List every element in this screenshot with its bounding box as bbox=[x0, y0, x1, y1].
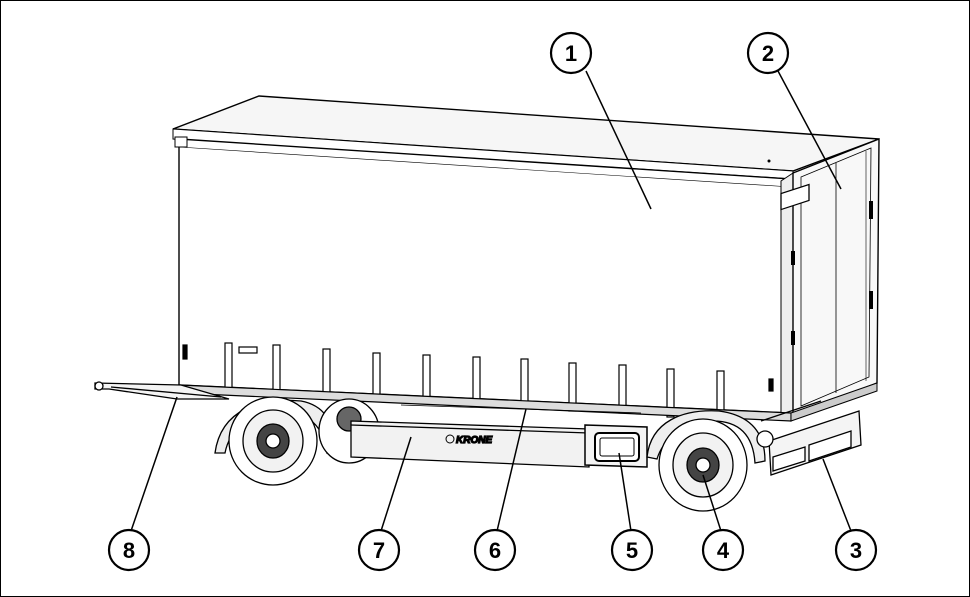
curtain-straps bbox=[182, 342, 774, 418]
rear-underrun-protection bbox=[756, 183, 862, 476]
callout-2-label: 2 bbox=[762, 41, 774, 66]
callout-3: 3 bbox=[834, 528, 878, 572]
side-underrun-protection: KRONE bbox=[350, 404, 642, 468]
callout-1: 1 bbox=[549, 31, 593, 75]
callout-2: 2 bbox=[746, 31, 790, 75]
callout-7: 7 bbox=[357, 528, 401, 572]
pallet-box bbox=[584, 424, 648, 468]
rear-wheel-assembly bbox=[646, 410, 766, 512]
callout-5-label: 5 bbox=[626, 538, 638, 563]
callout-1-label: 1 bbox=[565, 41, 577, 66]
callout-4: 4 bbox=[701, 528, 745, 572]
callout-6-label: 6 bbox=[489, 538, 501, 563]
callout-7-label: 7 bbox=[373, 538, 385, 563]
leader-lines bbox=[130, 70, 852, 532]
callout-8-label: 8 bbox=[123, 538, 135, 563]
callout-3-label: 3 bbox=[850, 538, 862, 563]
callout-8: 8 bbox=[107, 528, 151, 572]
callout-5: 5 bbox=[610, 528, 654, 572]
callout-4-label: 4 bbox=[717, 538, 730, 563]
side-curtain bbox=[174, 136, 794, 414]
front-wall bbox=[767, 137, 880, 418]
chassis-frame bbox=[178, 382, 878, 422]
front-wheel-assembly bbox=[214, 396, 380, 486]
callout-6: 6 bbox=[473, 528, 517, 572]
brand-label: KRONE bbox=[456, 435, 492, 446]
